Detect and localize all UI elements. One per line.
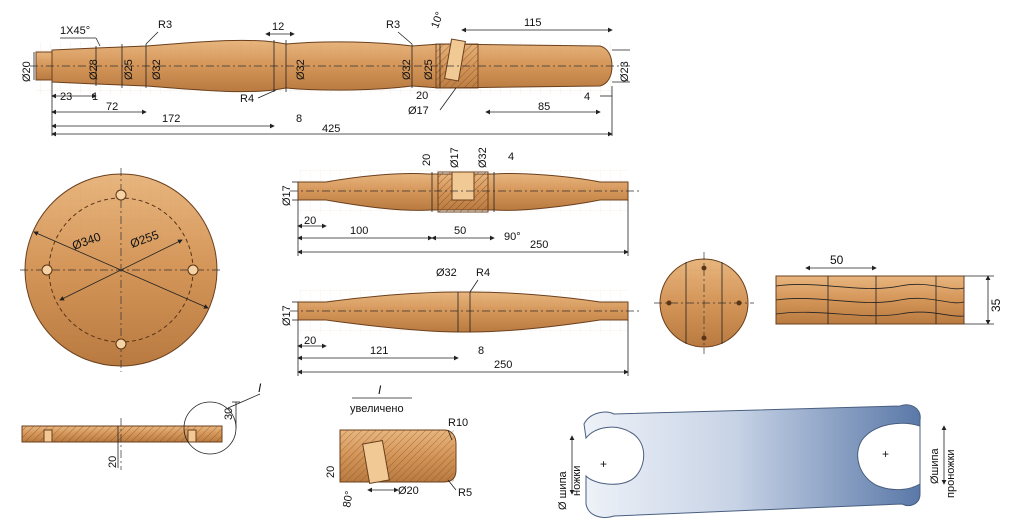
rung-a-h20-label: 20 bbox=[421, 154, 433, 166]
leg-len-172-label: 172 bbox=[162, 113, 180, 125]
section-h20-label: 20 bbox=[107, 456, 119, 468]
seat-hole-bottom bbox=[115, 338, 127, 350]
rung-b-len250-label: 250 bbox=[494, 359, 512, 371]
seat-hole-right bbox=[187, 264, 199, 276]
leg-len-425-label: 425 bbox=[322, 123, 340, 135]
leg-len-8-label: 8 bbox=[296, 113, 302, 125]
detail-caption-label: увеличено bbox=[350, 403, 404, 415]
turning-template: + + Ø шипа ножки Øшипа проножки bbox=[557, 404, 957, 518]
leg-len-4-label: 4 bbox=[584, 91, 590, 103]
leg-r3-left-label: R3 bbox=[158, 19, 172, 31]
rung-b-drawing: Ø32 R4 Ø17 20 121 8 250 bbox=[281, 267, 640, 376]
section-mark-label: I bbox=[258, 381, 262, 395]
seat-hole-left bbox=[41, 264, 53, 276]
template-right-slot bbox=[857, 422, 921, 491]
rung-b-len8-label: 8 bbox=[478, 345, 484, 357]
block-h35-label: 35 bbox=[989, 298, 1003, 312]
rung-b-len121-label: 121 bbox=[370, 345, 388, 357]
seat-hole-top bbox=[115, 189, 127, 201]
seat-section-view: 20 30 I bbox=[21, 381, 262, 470]
leg-d32b-label: Ø32 bbox=[295, 59, 307, 80]
small-disc-view bbox=[654, 252, 754, 354]
rung-a-len100-label: 100 bbox=[350, 225, 368, 237]
template-right-label-1: Øшипа bbox=[929, 448, 941, 484]
detail-r5-label: R5 bbox=[458, 487, 472, 499]
leg-angle-10-label: 10° bbox=[429, 10, 446, 30]
template-left-label-2: ножки bbox=[571, 466, 583, 496]
template-plate bbox=[583, 404, 921, 518]
detail-h20-label: 20 bbox=[325, 466, 337, 478]
template-left-label-1: Ø шипа bbox=[557, 470, 569, 510]
rung-a-d32-label: Ø32 bbox=[477, 147, 489, 168]
leg-d23-label: Ø23 bbox=[619, 61, 631, 82]
rung-b-len20-label: 20 bbox=[304, 335, 316, 347]
leg-d32a-label: Ø32 bbox=[151, 59, 163, 80]
rung-a-d17-label: Ø17 bbox=[281, 185, 293, 206]
rung-a-len4-label: 4 bbox=[508, 151, 514, 163]
detail-angle80-label: 80° bbox=[341, 490, 356, 508]
template-right-label-2: проножки bbox=[945, 449, 957, 498]
leg-len-85-label: 85 bbox=[538, 101, 550, 113]
rung-b-d17-label: Ø17 bbox=[281, 305, 293, 326]
rung-a-drawing: Ø17 20 Ø17 Ø32 4 20 100 50 90° 250 bbox=[281, 147, 640, 256]
leg-d28-label: Ø28 bbox=[88, 59, 100, 80]
leg-d25a-label: Ø25 bbox=[123, 59, 135, 80]
detail-enlarged-view: I увеличено R10 20 80° Ø20 R5 bbox=[325, 383, 472, 509]
leg-d17-label: Ø17 bbox=[408, 105, 429, 117]
rung-a-mortise-hole bbox=[451, 171, 475, 201]
rung-b-d32-label: Ø32 bbox=[436, 267, 457, 279]
rung-a-len50-label: 50 bbox=[454, 225, 466, 237]
glued-block-view: 50 35 bbox=[775, 253, 1003, 325]
chair-leg-drawing: 1X45° R3 12 R3 10° 115 Ø20 Ø28 Ø25 Ø32 Ø… bbox=[21, 10, 631, 137]
leg-d20-label: Ø20 bbox=[21, 61, 33, 82]
rung-a-d17-top-label: Ø17 bbox=[449, 147, 461, 168]
leg-mortise-hole bbox=[444, 38, 466, 82]
rung-b-r4-label: R4 bbox=[476, 267, 490, 279]
template-plus-left: + bbox=[600, 457, 607, 471]
leg-chamfer-label: 1X45° bbox=[60, 25, 90, 37]
leg-len-72-label: 72 bbox=[106, 101, 118, 113]
leg-grid-overlay bbox=[36, 42, 612, 94]
leg-d32c-label: Ø32 bbox=[401, 59, 413, 80]
leg-len-23-label: 23 bbox=[60, 91, 72, 103]
template-plus-right: + bbox=[882, 447, 889, 461]
rung-a-angle90-label: 90° bbox=[504, 231, 521, 243]
detail-r10-label: R10 bbox=[448, 417, 468, 429]
leg-len-115-label: 115 bbox=[524, 17, 542, 29]
leg-r4-label: R4 bbox=[240, 93, 254, 105]
leg-len-1-label: 1 bbox=[92, 91, 98, 103]
detail-mark-label: I bbox=[378, 383, 382, 397]
leg-dim-12-label: 12 bbox=[272, 21, 284, 33]
seat-top-view: Ø340 Ø255 bbox=[20, 168, 222, 372]
leg-len-20-label: 20 bbox=[416, 90, 428, 102]
section-h30-label: 30 bbox=[223, 408, 235, 420]
leg-d25b-label: Ø25 bbox=[423, 59, 435, 80]
rung-a-len20-label: 20 bbox=[304, 215, 316, 227]
block-len50-label: 50 bbox=[830, 253, 844, 267]
rung-a-len250-label: 250 bbox=[530, 239, 548, 251]
detail-d20-label: Ø20 bbox=[398, 485, 419, 497]
leg-r3-right-label: R3 bbox=[386, 19, 400, 31]
